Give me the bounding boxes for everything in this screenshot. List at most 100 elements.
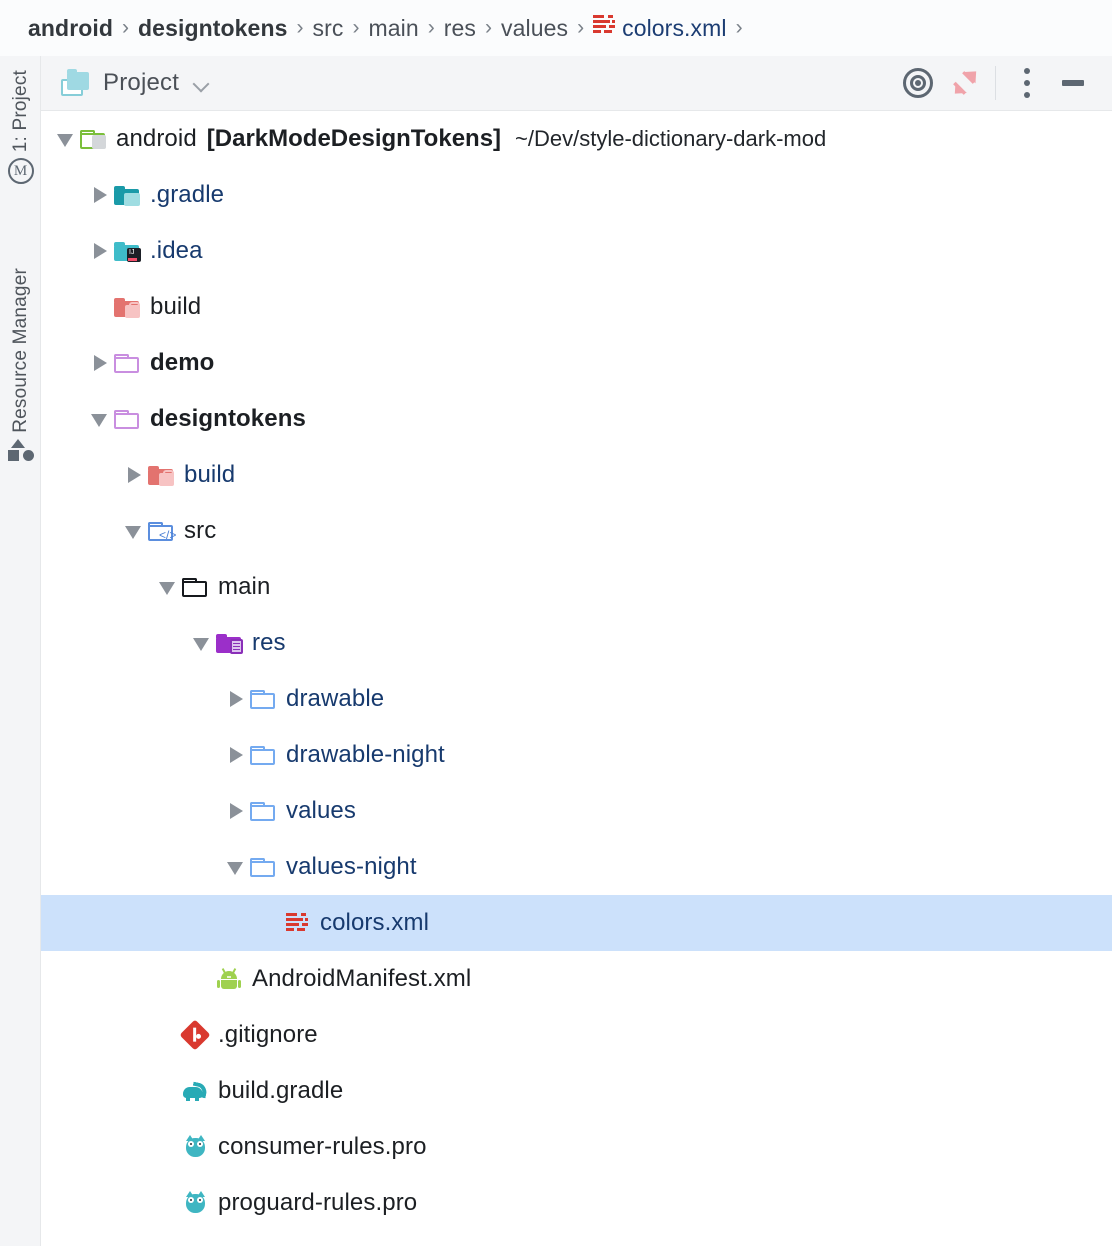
tree-node-path: ~/Dev/style-dictionary-dark-mod [515,126,827,151]
gradle-icon [181,1077,209,1105]
tree-node-label: demo [150,349,215,376]
tree-node-build-gradle[interactable]: build.gradle [41,1063,1112,1119]
module-folder-icon [113,349,141,377]
tree-twisty-placeholder [155,1134,181,1160]
chevron-down-icon[interactable] [87,406,113,432]
android-module-icon [79,125,107,153]
stripe-button-resource-manager[interactable]: Resource Manager [0,268,41,461]
tree-node-build[interactable]: build [41,447,1112,503]
breadcrumb-item-values[interactable]: values [501,14,569,41]
tree-twisty-placeholder [87,294,113,320]
tree-node-androidmanifest-xml[interactable]: AndroidManifest.xml [41,951,1112,1007]
chevron-right-icon[interactable] [223,686,249,712]
tree-node-label: .gradle [150,181,225,208]
tree-node-label: src [184,517,217,544]
breadcrumb-item-designtokens[interactable]: designtokens [138,14,288,41]
chevron-right-icon[interactable] [121,462,147,488]
project-view-selector[interactable]: Project [41,69,209,97]
breadcrumb-item-res[interactable]: res [443,14,476,41]
tree-node-label: build [150,293,202,320]
tree-node-android[interactable]: android [DarkModeDesignTokens] ~/Dev/style… [41,111,1112,167]
xml-icon [593,14,616,41]
chevron-down-icon[interactable] [223,854,249,880]
tree-twisty-placeholder [155,1190,181,1216]
stripe-button-project[interactable]: 1: Project M [0,70,41,185]
blue-folder-icon [249,685,277,713]
breadcrumb-item-src[interactable]: src [312,14,344,41]
breadcrumb-item-colors-xml[interactable]: colors.xml [622,14,727,41]
tree-node-label: android [116,125,197,152]
build-folder-icon [113,293,141,321]
tree-node-label: drawable [286,685,385,712]
blue-folder-icon [249,797,277,825]
tool-window-stripe-left: 1: Project M Resource Manager [0,56,41,1246]
tree-node-label: drawable-night [286,741,445,768]
tree-node-module-name: [DarkModeDesignTokens] [206,125,502,152]
tree-node-drawable-night[interactable]: drawable-night [41,727,1112,783]
chevron-right-icon[interactable] [87,182,113,208]
tree-node-label: res [252,629,286,656]
tree-twisty-placeholder [257,910,283,936]
module-folder-icon [113,405,141,433]
chevron-down-icon[interactable] [189,630,215,656]
tree-node-label: values [286,797,356,824]
tree-node-values-night[interactable]: values-night [41,839,1112,895]
project-tool-window: Project android[DarkModeDesignToken [41,56,1112,1246]
chevron-down-icon[interactable] [53,126,79,152]
source-folder-icon: </> [147,517,176,545]
breadcrumb-separator: › [352,16,360,39]
kebab-menu-icon[interactable] [1004,60,1050,106]
tree-node-build[interactable]: build [41,279,1112,335]
tree-node-label: consumer-rules.pro [218,1133,427,1160]
circled-m-icon: M [7,158,34,185]
chevron-right-icon[interactable] [223,742,249,768]
chevron-right-icon[interactable] [87,350,113,376]
tree-node-demo[interactable]: demo [41,335,1112,391]
build-folder-icon [147,461,175,489]
tree-node--idea[interactable]: .idea [41,223,1112,279]
tree-node--gitignore[interactable]: .gitignore [41,1007,1112,1063]
tree-node-main[interactable]: main [41,559,1112,615]
shapes-icon [7,438,34,461]
tree-node-res[interactable]: res [41,615,1112,671]
tree-node-src[interactable]: </> src [41,503,1112,559]
tree-node-label: values-night [286,853,417,880]
chevron-right-icon[interactable] [87,238,113,264]
tree-node-proguard-rules-pro[interactable]: proguard-rules.pro [41,1175,1112,1231]
xml-icon [283,909,311,937]
blue-folder-icon [249,853,277,881]
tree-node-drawable[interactable]: drawable [41,671,1112,727]
plain-folder-icon [181,573,209,601]
breadcrumb-separator: › [296,16,304,39]
tree-node-label: .gitignore [218,1021,318,1048]
chevron-down-icon[interactable] [121,518,147,544]
tree-node-colors-xml[interactable]: colors.xml [41,895,1112,951]
chevron-down-icon[interactable] [193,78,209,88]
chevron-down-icon[interactable] [155,574,181,600]
project-tool-window-title: Project [103,69,180,96]
tree-node--gradle[interactable]: .gradle [41,167,1112,223]
tree-node-label: colors.xml [320,909,430,936]
tree-node-label: main [218,573,271,600]
stripe-button-resource-manager-label: Resource Manager [9,268,31,433]
tree-twisty-placeholder [189,966,215,992]
project-tool-window-header: Project [41,56,1112,111]
project-folders-icon [61,69,91,96]
tree-node-consumer-rules-pro[interactable]: consumer-rules.pro [41,1119,1112,1175]
breadcrumb: android›designtokens›src›main›res›values… [0,0,1112,56]
chevron-right-icon[interactable] [223,798,249,824]
breadcrumb-item-android[interactable]: android [28,14,114,41]
android-robot-icon [215,965,243,993]
minimize-icon[interactable] [1050,60,1096,106]
breadcrumb-item-main[interactable]: main [368,14,419,41]
tree-node-designtokens[interactable]: designtokens [41,391,1112,447]
breadcrumb-separator: › [485,16,492,39]
breadcrumb-separator: › [577,16,585,39]
tree-node-label: AndroidManifest.xml [252,965,472,992]
tree-node-label: designtokens [150,405,306,432]
tree-node-values[interactable]: values [41,783,1112,839]
collapse-all-icon[interactable] [941,60,987,106]
toolbar-divider [995,66,996,100]
target-icon[interactable] [895,60,941,106]
